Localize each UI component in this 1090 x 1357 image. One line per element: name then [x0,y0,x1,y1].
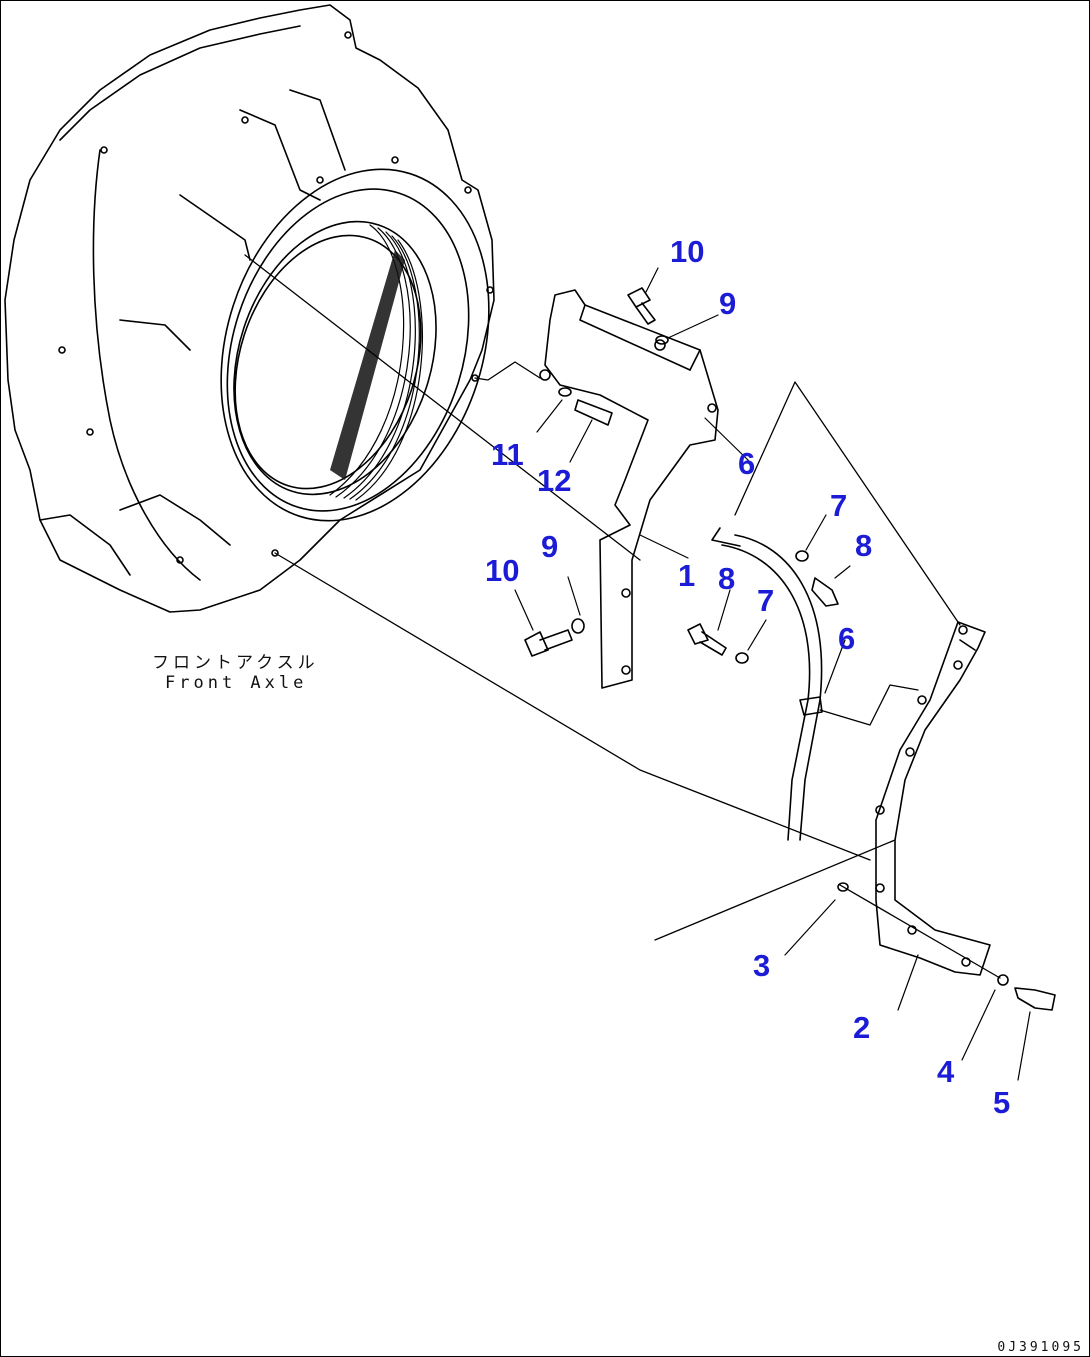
drawing-number: 0J391095 [997,1340,1084,1355]
callout-part-8-right: 8 [855,528,873,563]
fasteners [524,287,1056,1011]
front-axle-housing [4,4,495,613]
callout-part-9-upper: 9 [719,286,737,321]
callout-part-10-lower: 10 [485,553,520,588]
callout-part-8-left: 8 [718,561,736,596]
assembly-lines [244,254,1001,979]
caption-english: Front Axle [165,673,308,693]
caption-japanese: フロントアクスル [152,653,319,673]
callout-part-6-upper: 6 [738,446,756,481]
part-6-hose [711,527,823,841]
callout-part-7-upper: 7 [830,488,848,523]
callout-part-10-upper: 10 [670,234,705,269]
callout-part-5: 5 [993,1085,1011,1120]
callout-part-3: 3 [753,948,771,983]
part-1-cover [539,289,719,689]
callout-part-2: 2 [853,1010,871,1045]
callout-leaders [514,267,1031,1081]
callout-part-6-lower: 6 [838,621,856,656]
callout-part-1: 1 [678,558,696,593]
part-2-cover [875,621,991,976]
callout-part-12: 12 [537,463,572,498]
callout-part-7-lower: 7 [757,583,775,618]
callout-part-9-lower: 9 [541,529,559,564]
callout-part-11: 11 [491,437,524,472]
callout-part-4: 4 [937,1054,955,1089]
